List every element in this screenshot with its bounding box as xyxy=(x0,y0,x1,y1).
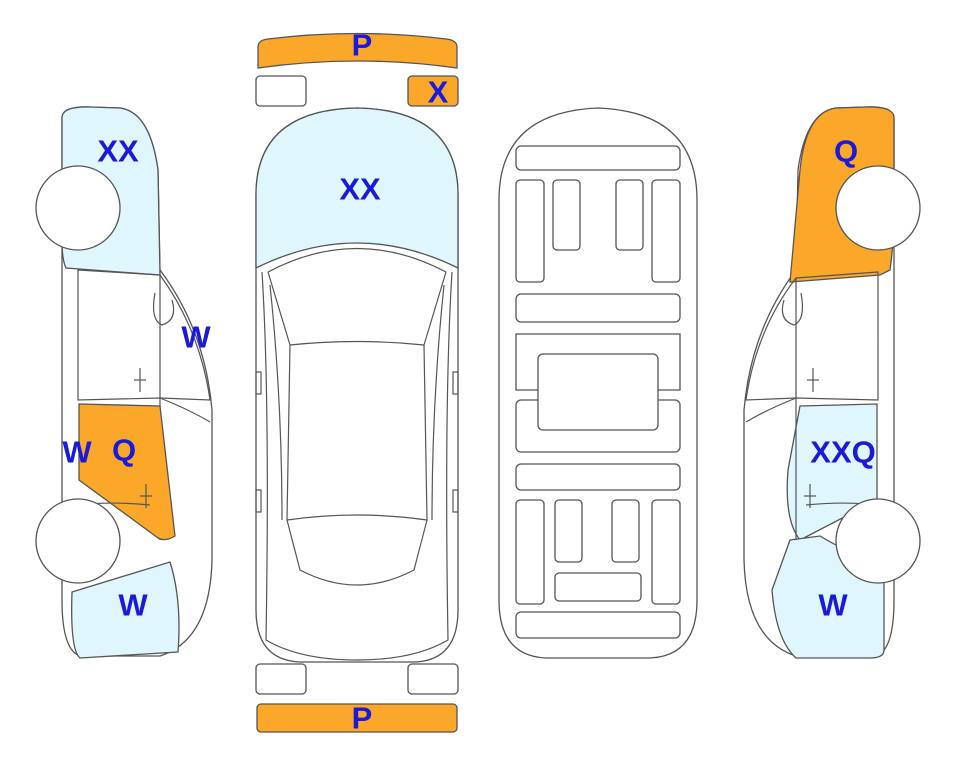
car-top-view xyxy=(255,32,459,733)
car-left-side-view xyxy=(35,106,213,659)
windshield-line xyxy=(267,247,447,273)
label-left-rear-door: Q xyxy=(112,433,136,468)
label-left-rear-quarter: XX xyxy=(97,134,139,169)
label-front-lamp-right: X xyxy=(428,75,449,110)
rear-lamp-right[interactable] xyxy=(407,663,459,695)
left-front-wheel xyxy=(35,498,121,584)
damage-labels: P X XX P XX W W Q W Q XXQ W xyxy=(62,28,875,736)
left-window-line xyxy=(77,269,211,401)
front-bumper[interactable] xyxy=(257,32,458,69)
label-left-front-fender: W xyxy=(118,588,148,623)
car-right-side-view xyxy=(743,106,921,659)
label-rear-bumper: P xyxy=(352,701,373,736)
label-hood: XX xyxy=(339,172,381,207)
car-underside-view xyxy=(498,107,698,659)
right-rear-wheel xyxy=(835,165,921,251)
left-rear-door[interactable] xyxy=(78,403,176,541)
label-left-pillar: W xyxy=(181,320,211,355)
label-right-front-door: XXQ xyxy=(810,435,875,470)
rear-bumper[interactable] xyxy=(256,703,458,733)
label-right-front-fender: W xyxy=(818,588,848,623)
hood[interactable] xyxy=(255,107,459,270)
label-front-bumper: P xyxy=(352,28,373,63)
left-rear-wheel xyxy=(35,165,121,251)
roof-outline xyxy=(286,344,428,521)
right-window-line xyxy=(745,271,879,401)
rear-lamp-left[interactable] xyxy=(255,663,307,695)
front-lamp-right[interactable] xyxy=(407,75,459,107)
right-front-wheel xyxy=(835,498,921,584)
front-lamp-left[interactable] xyxy=(255,75,307,107)
label-right-rear-quarter: Q xyxy=(834,134,858,169)
label-left-sill: W xyxy=(62,435,92,470)
left-front-fender[interactable] xyxy=(71,561,180,659)
